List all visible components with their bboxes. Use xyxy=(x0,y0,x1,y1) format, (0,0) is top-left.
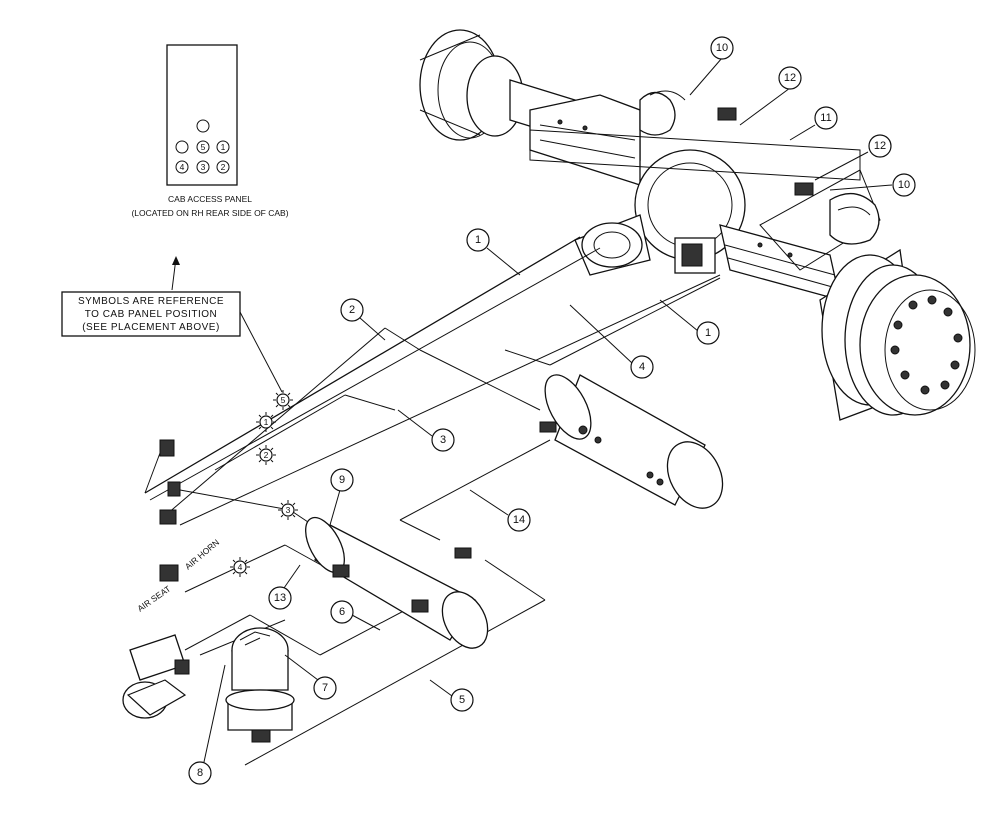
star-symbol-2: 2 xyxy=(256,445,276,465)
air-tank-lower xyxy=(305,516,489,649)
callout-8 xyxy=(188,761,212,785)
svg-text:5: 5 xyxy=(459,694,465,706)
svg-text:10: 10 xyxy=(716,42,728,54)
svg-text:13: 13 xyxy=(274,592,286,604)
callout-5 xyxy=(450,688,474,712)
star-symbol-5: 5 xyxy=(273,390,293,410)
svg-text:5: 5 xyxy=(281,395,286,405)
svg-text:12: 12 xyxy=(874,140,886,152)
callout-10-right xyxy=(892,173,916,197)
callout-1-lower xyxy=(696,321,720,345)
svg-text:1: 1 xyxy=(264,417,269,427)
compressor xyxy=(122,634,190,719)
callout-10-top xyxy=(710,36,734,60)
svg-text:4: 4 xyxy=(639,361,645,373)
callout-4 xyxy=(630,355,654,379)
svg-text:3: 3 xyxy=(440,434,446,446)
callout-11 xyxy=(814,106,838,130)
note-line-1: SYMBOLS ARE REFERENCE xyxy=(78,296,224,307)
panel-subtitle: (LOCATED ON RH REAR SIDE OF CAB) xyxy=(131,208,288,218)
note-line-2: TO CAB PANEL POSITION xyxy=(85,309,218,320)
reference-note: SYMBOLS ARE REFERENCE TO CAB PANEL POSIT… xyxy=(61,291,283,393)
panel-pos-5: 5 xyxy=(201,142,206,152)
svg-text:6: 6 xyxy=(339,606,345,618)
air-lines xyxy=(144,236,721,766)
air-seat-label: AIR SEAT xyxy=(135,584,172,614)
panel-pos-1: 1 xyxy=(221,142,226,152)
svg-text:4: 4 xyxy=(238,562,243,572)
svg-text:9: 9 xyxy=(339,474,345,486)
svg-text:2: 2 xyxy=(349,304,355,316)
callout-12-right xyxy=(868,134,892,158)
callout-14 xyxy=(507,508,531,532)
star-symbol-1: 1 xyxy=(256,412,276,432)
panel-pos-2: 2 xyxy=(221,162,226,172)
callout-6 xyxy=(330,600,354,624)
svg-text:12: 12 xyxy=(784,72,796,84)
rear-axle-assembly xyxy=(419,29,976,421)
svg-text:1: 1 xyxy=(475,234,481,246)
panel-pos-3: 3 xyxy=(201,162,206,172)
callout-2 xyxy=(340,298,364,322)
svg-text:7: 7 xyxy=(322,682,328,694)
air-tank-upper xyxy=(539,374,724,509)
svg-text:2: 2 xyxy=(264,450,269,460)
air-horn-label: AIR HORN xyxy=(183,537,221,571)
callout-3 xyxy=(431,428,455,452)
svg-text:1: 1 xyxy=(705,327,711,339)
svg-text:3: 3 xyxy=(286,505,291,515)
svg-text:8: 8 xyxy=(197,767,203,779)
callout-12-top xyxy=(778,66,802,90)
callout-13 xyxy=(268,586,292,610)
panel-title: CAB ACCESS PANEL xyxy=(168,194,252,204)
star-symbol-3: 3 xyxy=(278,500,298,520)
note-line-3: (SEE PLACEMENT ABOVE) xyxy=(82,322,220,333)
svg-text:10: 10 xyxy=(898,179,910,191)
callout-1-upper xyxy=(466,228,490,252)
panel-pos-4: 4 xyxy=(180,162,185,172)
callout-7 xyxy=(313,676,337,700)
callout-9 xyxy=(330,468,354,492)
star-symbol-4: 4 xyxy=(230,557,250,577)
svg-text:14: 14 xyxy=(513,514,525,526)
svg-text:11: 11 xyxy=(820,112,831,124)
arrow-head-icon xyxy=(172,256,180,265)
cab-access-panel: 5 1 4 3 2 CAB ACCESS PANEL (LOCATED ON R… xyxy=(131,44,289,218)
end-valves xyxy=(144,439,181,582)
air-dryer xyxy=(225,627,295,743)
